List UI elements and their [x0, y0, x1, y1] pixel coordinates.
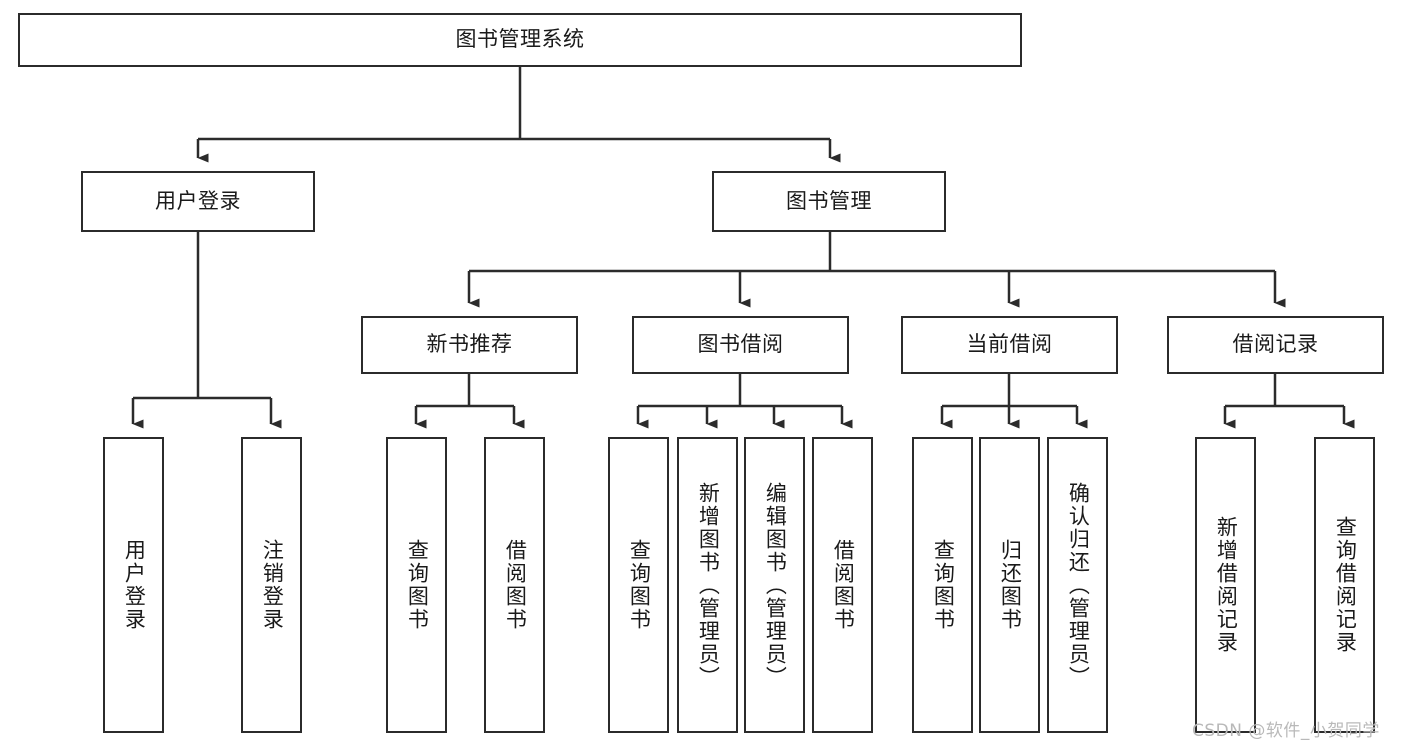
node-root-label: 图书管理系统: [455, 27, 585, 52]
node-leaf-newbook-query-book-label: 查询图书: [405, 539, 430, 631]
node-current-borrow[interactable]: 当前借阅: [901, 316, 1118, 374]
node-leaf-return-book-label: 归还图书: [998, 539, 1023, 631]
node-new-book-recommend[interactable]: 新书推荐: [361, 316, 578, 374]
node-leaf-add-book-admin[interactable]: 新增图书（管理员）: [677, 437, 738, 733]
node-leaf-query-borrow-record[interactable]: 查询借阅记录: [1314, 437, 1375, 733]
node-book-borrow[interactable]: 图书借阅: [632, 316, 849, 374]
node-leaf-user-login-label: 用户登录: [122, 539, 147, 631]
node-leaf-logout[interactable]: 注销登录: [241, 437, 302, 733]
node-leaf-newbook-borrow-book[interactable]: 借阅图书: [484, 437, 545, 733]
node-leaf-logout-label: 注销登录: [260, 539, 285, 631]
node-current-borrow-label: 当前借阅: [966, 332, 1053, 357]
node-leaf-edit-book-admin[interactable]: 编辑图书（管理员）: [744, 437, 805, 733]
node-leaf-confirm-return-admin-label: 确认归还（管理员）: [1066, 481, 1091, 689]
node-leaf-add-borrow-record[interactable]: 新增借阅记录: [1195, 437, 1256, 733]
node-book-management-label: 图书管理: [786, 188, 872, 213]
node-leaf-edit-book-admin-label: 编辑图书（管理员）: [763, 481, 788, 689]
node-leaf-confirm-return-admin[interactable]: 确认归还（管理员）: [1047, 437, 1108, 733]
node-leaf-add-book-admin-label: 新增图书（管理员）: [696, 481, 721, 689]
node-root-book-management-system[interactable]: 图书管理系统: [18, 13, 1022, 67]
node-leaf-return-book[interactable]: 归还图书: [979, 437, 1040, 733]
node-leaf-borrow-book[interactable]: 借阅图书: [812, 437, 873, 733]
node-user-login-label: 用户登录: [155, 188, 241, 213]
node-borrow-record-label: 借阅记录: [1232, 332, 1319, 357]
node-leaf-borrow-query-book-label: 查询图书: [627, 539, 652, 631]
node-new-book-recommend-label: 新书推荐: [426, 332, 513, 357]
node-book-management[interactable]: 图书管理: [712, 171, 946, 232]
node-leaf-borrow-book-label: 借阅图书: [831, 539, 856, 631]
node-leaf-newbook-borrow-book-label: 借阅图书: [503, 539, 528, 631]
node-leaf-current-query-book[interactable]: 查询图书: [912, 437, 973, 733]
node-leaf-borrow-query-book[interactable]: 查询图书: [608, 437, 669, 733]
node-leaf-newbook-query-book[interactable]: 查询图书: [386, 437, 447, 733]
node-leaf-query-borrow-record-label: 查询借阅记录: [1333, 516, 1358, 654]
node-book-borrow-label: 图书借阅: [697, 332, 784, 357]
csdn-watermark: CSDN @软件_小贺同学: [1192, 721, 1380, 741]
node-leaf-current-query-book-label: 查询图书: [931, 539, 956, 631]
node-user-login[interactable]: 用户登录: [81, 171, 315, 232]
node-leaf-user-login[interactable]: 用户登录: [103, 437, 164, 733]
node-borrow-record[interactable]: 借阅记录: [1167, 316, 1384, 374]
node-leaf-add-borrow-record-label: 新增借阅记录: [1214, 516, 1239, 654]
